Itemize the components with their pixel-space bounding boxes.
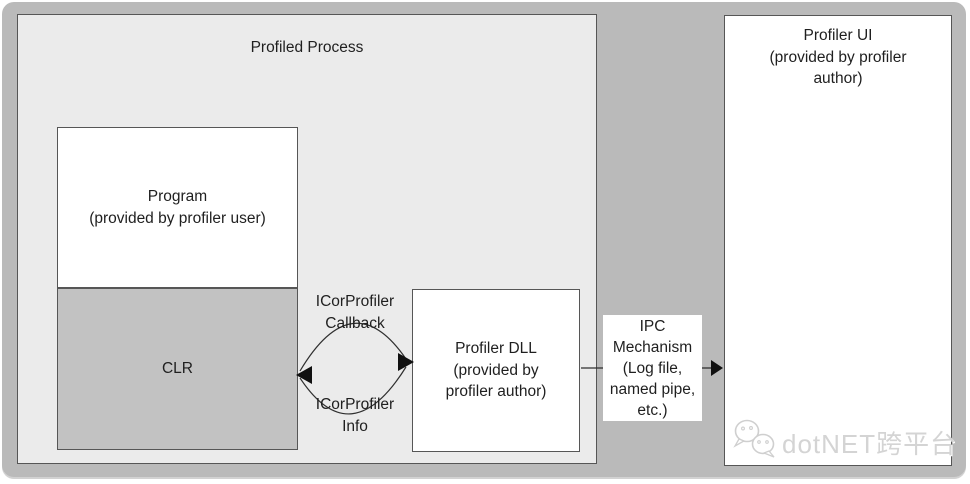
ipc-mechanism-box: IPC Mechanism (Log file, named pipe, etc…: [603, 315, 702, 421]
info-label-line1: ICorProfiler: [315, 396, 395, 413]
profiler-dll-line2: (provided by: [453, 361, 539, 379]
profiler-dll-line3: profiler author): [445, 383, 547, 401]
info-label-line2: Info: [342, 418, 368, 435]
profiler-ui-box: Profiler UI (provided by profiler author…: [724, 15, 952, 466]
watermark: dotNET跨平台: [730, 416, 956, 464]
callback-label: ICorProfiler Callback: [295, 291, 415, 335]
clr-box: CLR: [57, 288, 298, 450]
watermark-text: dotNET跨平台: [782, 429, 958, 459]
ipc-line2: Mechanism: [612, 338, 693, 356]
program-box: Program (provided by profiler user): [57, 127, 298, 288]
profiler-ui-line3: author): [813, 70, 863, 87]
wechat-chat-bubbles-icon: [733, 419, 775, 458]
profiler-ui-line1: Profiler UI: [803, 27, 873, 44]
clr-label: CLR: [161, 360, 193, 378]
callback-label-line2: Callback: [325, 315, 385, 332]
ipc-line3: (Log file,: [622, 359, 683, 377]
profiled-process-title: Profiled Process: [250, 39, 364, 56]
info-label: ICorProfiler Info: [295, 394, 415, 438]
profiler-dll-box: Profiler DLL (provided by profiler autho…: [412, 289, 580, 452]
program-label-line2: (provided by profiler user): [89, 209, 266, 227]
ipc-line5: etc.): [637, 401, 668, 419]
ipc-line4: named pipe,: [609, 380, 696, 398]
program-label-line1: Program: [147, 188, 208, 205]
ipc-line1: IPC: [639, 317, 666, 335]
profiler-ui-line2: (provided by profiler: [769, 48, 907, 66]
profiler-dll-line1: Profiler DLL: [455, 340, 537, 358]
callback-label-line1: ICorProfiler: [315, 293, 395, 310]
